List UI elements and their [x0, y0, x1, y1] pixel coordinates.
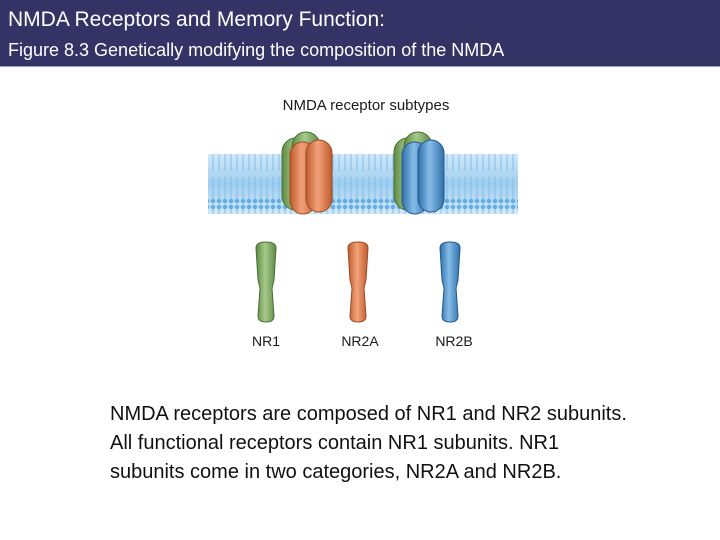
subunit-nr2a: NR2A: [341, 241, 379, 349]
subunit-nr1: NR1: [252, 241, 280, 349]
nmda-diagram: NMDA receptor subtypes NR1 NR2A: [208, 97, 518, 349]
subunit-nr2b: NR2B: [435, 241, 473, 349]
receptor-nr1-nr2a: [281, 131, 333, 215]
slide-subtitle: Figure 8.3 Genetically modifying the com…: [8, 40, 505, 60]
slide-header: NMDA Receptors and Memory Function: Figu…: [0, 0, 720, 67]
caption-text: NMDA receptors are composed of NR1 and N…: [110, 403, 627, 483]
nmda-figure: NMDA receptor subtypes NR1 NR2A: [198, 84, 528, 356]
figure-heading: NMDA receptor subtypes: [283, 97, 450, 114]
slide-title: NMDA Receptors and Memory Function:: [8, 8, 385, 31]
cell-membrane: [208, 154, 518, 214]
subunit-label-nr2b: NR2B: [435, 333, 472, 349]
subunit-label-nr2a: NR2A: [341, 333, 379, 349]
receptor-nr1-nr2b: [393, 131, 445, 215]
subunit-label-nr1: NR1: [252, 333, 280, 349]
